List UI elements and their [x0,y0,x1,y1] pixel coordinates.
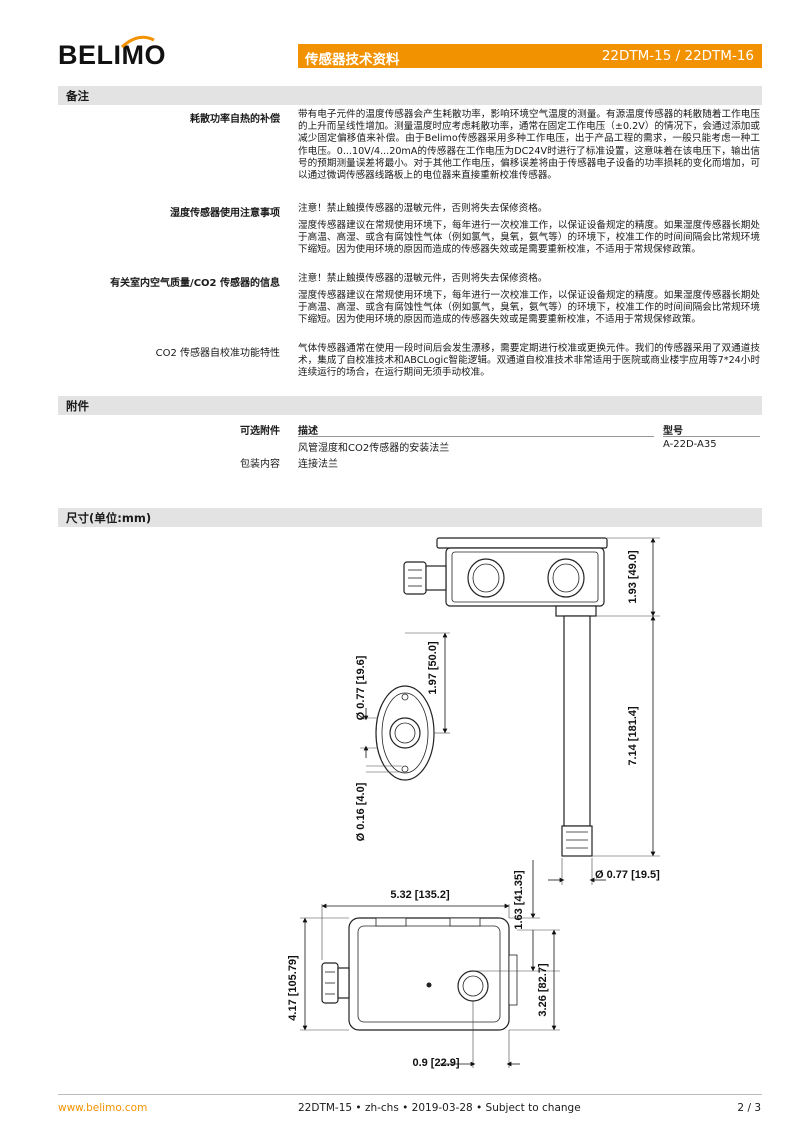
page-number: 2 / 3 [737,1102,761,1114]
dim-front-half: 3.26 [82.7] [537,963,549,1017]
package-contents-item: 连接法兰 [298,459,338,470]
accessory-description: 风管湿度和CO2传感器的安装法兰 [298,443,450,454]
note-label-humidity: 湿度传感器使用注意事项 [170,208,280,219]
dim-probe-length: 7.14 [181.4] [627,706,639,766]
note-text-iaq-warning: 注意！禁止触摸传感器的湿敏元件，否则将失去保修资格。 [298,273,548,284]
accessory-type: A-22D-A35 [663,439,717,450]
dim-side-height: 1.93 [49.0] [627,550,639,604]
footer-rule [58,1094,762,1095]
note-label-self-heating: 耗散功率自热的补偿 [190,114,280,125]
col-description-header: 描述 [298,426,318,437]
package-contents-label: 包装内容 [240,459,280,470]
dim-flange-hole: Ø 0.77 [19.6] [355,655,367,720]
dimensions-title: 尺寸(单位:mm) [66,511,152,525]
dim-probe-diameter: Ø 0.77 [19.5] [595,869,660,881]
logo-swoosh-icon [120,35,155,49]
footer-url[interactable]: www.belimo.com [58,1102,148,1114]
dim-flange-screw: Ø 0.16 [4.0] [355,782,367,841]
note-label-co2-selfcal: CO2 传感器自校准功能特性 [155,348,280,359]
notes-title: 备注 [66,89,89,103]
note-text-humidity-calibration: 湿度传感器建议在常规使用环境下，每年进行一次校准工作，以保证设备规定的精度。如果… [298,220,760,256]
accessories-section-header: 附件 [58,396,762,415]
dim-front-width: 5.32 [135.2] [390,889,450,901]
flange-view-drawing [360,632,450,781]
col-type-header: 型号 [663,426,683,437]
header-rule-type [663,436,760,437]
footer-doc-info: 22DTM-15 • zh-chs • 2019-03-28 • Subject… [298,1102,581,1114]
model-numbers: 22DTM-15 / 22DTM-16 [601,48,754,64]
dim-front-offset: 0.9 [22.9] [412,1057,459,1069]
front-view-drawing [300,860,560,1068]
accessories-title: 附件 [66,399,89,413]
header-rule-desc [298,436,654,437]
optional-accessories-label: 可选附件 [240,426,280,437]
header-bar: 传感器技术资料 22DTM-15 / 22DTM-16 [298,44,762,68]
dimensions-section-header: 尺寸(单位:mm) [58,508,762,527]
note-text-self-heating: 带有电子元件的温度传感器会产生耗散功率，影响环境空气温度的测量。有源温度传感器的… [298,109,760,182]
belimo-logo: BELIMO [58,40,166,70]
note-text-co2-selfcal: 气体传感器通常在使用一段时间后会发生漂移，需要定期进行校准或更换元件。我们的传感… [298,343,760,379]
doc-type: 传感器技术资料 [305,52,400,68]
note-text-iaq-calibration: 湿度传感器建议在常规使用环境下，每年进行一次校准工作，以保证设备规定的精度。如果… [298,290,760,326]
dim-front-top: 1.63 [41.35] [513,870,525,930]
notes-section-header: 备注 [58,86,762,105]
note-label-iaq-co2: 有关室内空气质量/CO2 传感器的信息 [110,278,280,289]
dim-flange-height: 1.97 [50.0] [427,641,439,695]
dim-front-height: 4.17 [105.79] [287,955,299,1021]
side-view-drawing [403,537,660,885]
note-text-humidity-warning: 注意！禁止触摸传感器的湿敏元件，否则将失去保修资格。 [298,203,548,214]
